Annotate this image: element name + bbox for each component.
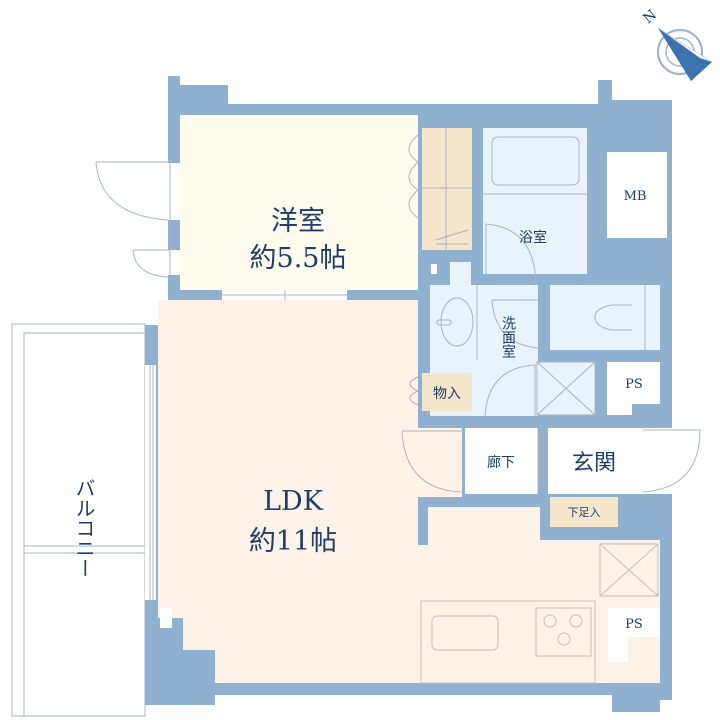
column-void (160, 608, 172, 628)
balcony (11, 323, 146, 717)
window-door-1[interactable] (95, 161, 170, 221)
bathroom-floor (483, 128, 587, 274)
shoe-storage (550, 497, 618, 527)
meter-box (607, 152, 667, 238)
entrance-floor (548, 428, 640, 494)
fridge-space (599, 543, 659, 597)
wall-segment (418, 497, 548, 507)
compass: N (640, 7, 713, 81)
western-room-size: 約5.5帖 (250, 243, 347, 274)
front-door[interactable] (642, 429, 701, 493)
ldk-name: LDK (263, 486, 324, 517)
storage-label: 物入 (433, 386, 461, 402)
north-arrow-icon (658, 28, 712, 81)
kitchen-counter (420, 600, 596, 684)
pipe-space-2 (608, 608, 660, 662)
small-shaft (450, 262, 471, 285)
pipe-space-2-label: PS (625, 617, 643, 632)
ldk-floor (158, 300, 660, 683)
western-room-floor (180, 115, 418, 290)
meter-box-label: MB (624, 189, 647, 204)
storage-closet (422, 373, 472, 411)
toilet-floor (550, 285, 660, 350)
north-label: N (640, 7, 660, 27)
ldk-size: 約11帖 (249, 526, 337, 557)
closet (422, 128, 472, 250)
entrance-label: 玄関 (572, 451, 616, 476)
shoe-storage-label: 下足入 (568, 506, 601, 519)
bathroom-label: 浴室 (519, 229, 547, 246)
washroom-label: 洗面室 (500, 316, 516, 358)
balcony-label: バルコニー (72, 478, 96, 578)
pipe-space-1 (607, 362, 660, 415)
stove (535, 607, 592, 657)
corridor-floor (465, 428, 538, 494)
sink (431, 615, 499, 651)
window-door-2[interactable] (132, 249, 170, 278)
pipe-space-1-label: PS (625, 377, 643, 392)
corridor-label: 廊下 (487, 454, 515, 471)
western-room-name: 洋室 (271, 206, 325, 237)
